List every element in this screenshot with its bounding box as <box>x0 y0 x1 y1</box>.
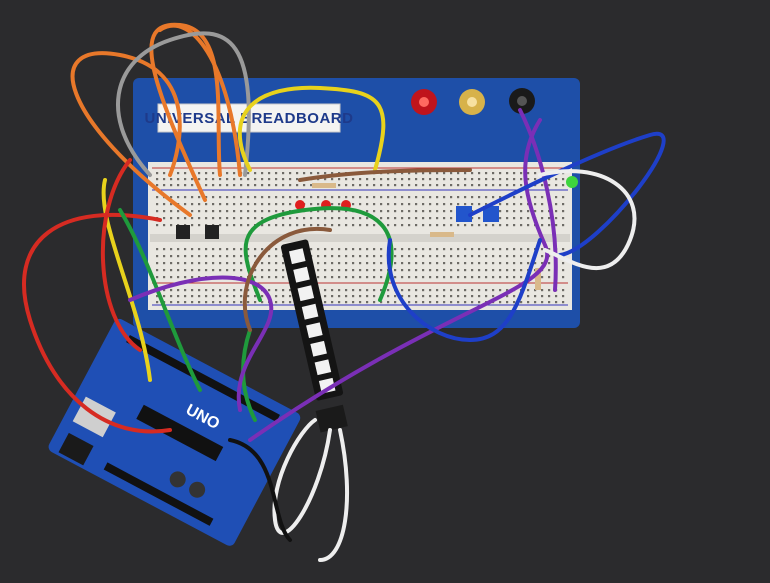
led-strip-pixel <box>314 359 332 376</box>
push-button <box>205 225 219 239</box>
resistor <box>430 232 454 237</box>
potentiometer <box>483 206 499 222</box>
orange-wire <box>70 51 192 217</box>
blue-wire <box>468 131 666 257</box>
brown-wire <box>298 168 472 182</box>
resistor <box>535 268 541 290</box>
red-wire <box>22 212 172 434</box>
purple-wire <box>128 275 274 412</box>
gray-wire <box>116 31 251 177</box>
green-wire <box>243 206 394 302</box>
green-wire <box>118 208 202 392</box>
push-button <box>176 225 190 239</box>
led-strip-pixel <box>310 340 327 357</box>
black-wire <box>228 438 292 542</box>
red-wire <box>100 158 142 352</box>
led-strip-pixel <box>306 322 323 339</box>
red-led <box>295 200 305 210</box>
led-strip-connector <box>315 404 348 433</box>
white-wire <box>272 418 332 535</box>
white-wire <box>318 428 350 562</box>
yellow-wire <box>237 85 386 172</box>
led-strip-pixel <box>297 285 315 302</box>
brown-wire <box>242 226 332 332</box>
resistor <box>312 183 336 188</box>
led-strip-pixel <box>288 248 306 265</box>
orange-wire <box>158 23 242 177</box>
led-strip-pixel <box>301 303 319 320</box>
potentiometer <box>456 206 472 222</box>
green-led <box>566 176 578 188</box>
yellow-wire <box>101 178 152 382</box>
white-wire <box>538 169 637 271</box>
purple-wire <box>518 108 558 292</box>
arduino-board: UNO <box>48 318 301 546</box>
binding-posts <box>411 88 535 115</box>
blue-wire <box>386 238 542 343</box>
led-strip-pixel <box>293 266 310 283</box>
purple-wire <box>248 118 550 442</box>
